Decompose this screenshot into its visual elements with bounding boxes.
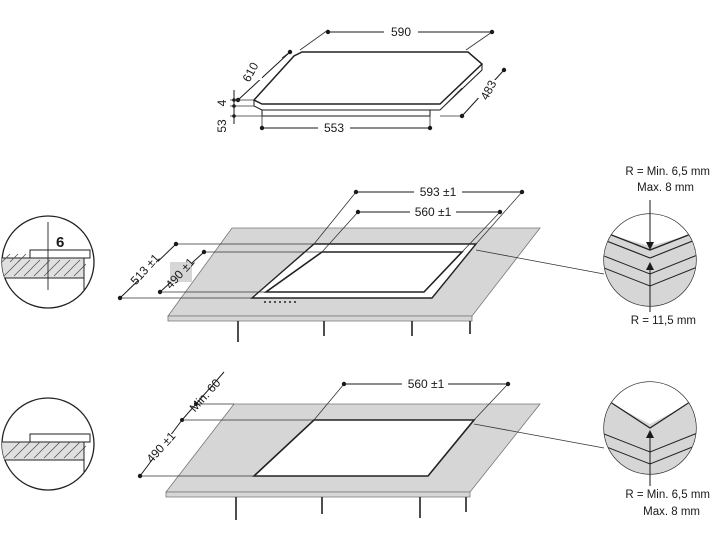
dim-hob-bottom-width: 553 bbox=[324, 121, 344, 135]
hob-drawing: 590 610 483 553 4 53 bbox=[215, 25, 507, 135]
dim-standard-min-distance: Min. 60 bbox=[187, 376, 224, 415]
hob-top-surface bbox=[252, 51, 484, 105]
standard-corner-detail: R = Min. 6,5 mm Max. 8 mm bbox=[473, 381, 710, 518]
dim-standard-width: 560 ±1 bbox=[408, 377, 445, 391]
standard-section-detail bbox=[1, 397, 95, 491]
flush-corner-radius-bottom: R = 11,5 mm bbox=[631, 315, 696, 327]
dim-hob-thickness-total: 53 bbox=[215, 119, 229, 133]
dim-flush-rebate-depth: 6 bbox=[56, 234, 64, 251]
hob-edge bbox=[253, 64, 483, 111]
standard-corner-radius: R = Min. 6,5 mm bbox=[625, 489, 710, 501]
flush-cutout-drawing: 593 ±1 560 ±1 513 ±1 490 ±1 bbox=[1, 166, 710, 342]
dim-flush-outer-width: 593 ±1 bbox=[420, 185, 457, 199]
dim-flush-inner-width: 560 ±1 bbox=[415, 205, 452, 219]
dim-hob-thickness-top: 4 bbox=[215, 99, 229, 106]
flush-corner-detail: R = Min. 6,5 mm Max. 8 mm R = 11,5 mm bbox=[475, 166, 710, 327]
standard-corner-radius-max: Max. 8 mm bbox=[643, 506, 700, 518]
standard-cutout bbox=[251, 419, 476, 477]
standard-cutout-drawing: 560 ±1 Min. 60 490 ±1 bbox=[1, 371, 710, 520]
dim-hob-width: 590 bbox=[391, 25, 411, 39]
flush-section-detail: 6 bbox=[1, 215, 95, 309]
hob-body bbox=[261, 110, 431, 117]
flush-corner-radius-top-max: Max. 8 mm bbox=[637, 182, 694, 194]
dim-hob-depth: 610 bbox=[240, 60, 262, 85]
flush-inner-cutout bbox=[263, 251, 464, 293]
flush-corner-radius-top: R = Min. 6,5 mm bbox=[625, 166, 710, 178]
